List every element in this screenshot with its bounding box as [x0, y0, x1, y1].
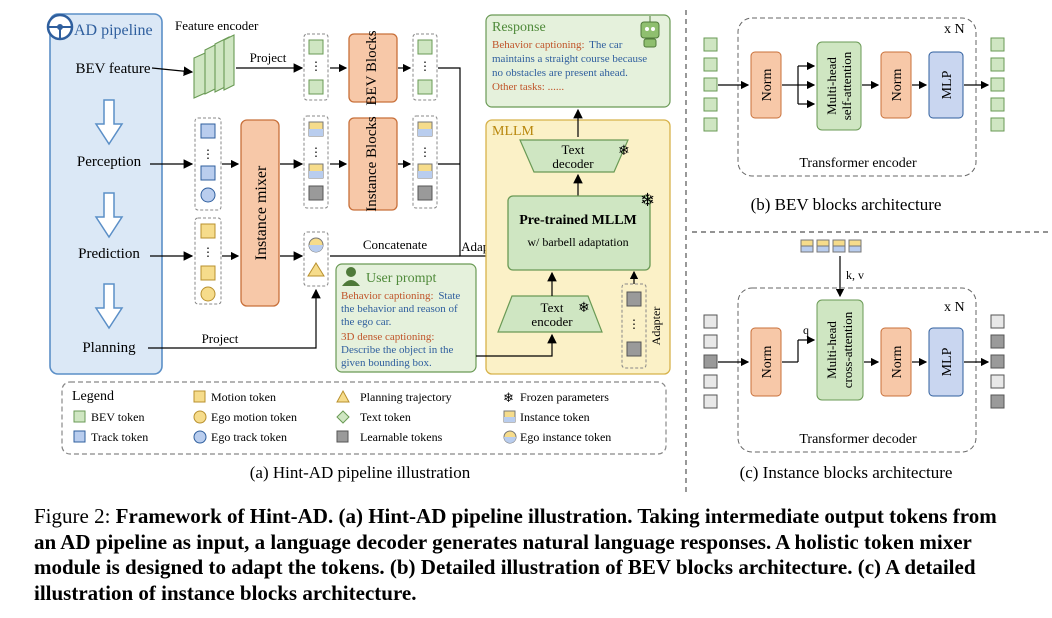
svg-text:Text token: Text token: [360, 410, 411, 424]
svg-text:Text: Text: [562, 142, 585, 157]
svg-text:self-attention: self-attention: [839, 51, 854, 120]
caption-prefix: Figure 2:: [34, 504, 116, 528]
motion-token-column: ⋮: [194, 217, 222, 305]
subcaption-a: (a) Hint-AD pipeline illustration: [250, 463, 471, 482]
svg-text:Text: Text: [541, 300, 564, 315]
svg-text:Adapter: Adapter: [649, 307, 663, 346]
inst-arch: k, v x N Norm q Multi-head cross-attenti…: [703, 239, 1005, 453]
svg-text:⋮: ⋮: [310, 59, 322, 73]
track-token-column: ⋮: [194, 117, 222, 211]
svg-text:Norm: Norm: [760, 346, 775, 379]
stage-perception: Perception: [77, 154, 142, 170]
ego-instance-column: [303, 231, 329, 287]
figure-caption: Figure 2: Framework of Hint-AD. (a) Hint…: [34, 504, 1024, 606]
stage-prediction: Prediction: [78, 246, 140, 262]
text-decoder: Text decoder ❄: [519, 139, 630, 173]
snowflake-icon: ❄: [503, 390, 514, 405]
svg-text:Multi-head: Multi-head: [824, 57, 839, 115]
svg-text:Behavior captioning: Sta: Behavior captioning: State the behavior …: [341, 290, 463, 369]
instance-blocks: Instance Blocks: [348, 116, 398, 212]
svg-text:MLP: MLP: [940, 347, 955, 376]
bev-blocks: BEV Blocks: [348, 30, 398, 106]
stage-bev-feature: BEV feature: [75, 61, 150, 77]
svg-text:Ego instance token: Ego instance token: [520, 430, 611, 444]
svg-text:Instance mixer: Instance mixer: [253, 165, 270, 260]
caption-body: Framework of Hint-AD. (a) Hint-AD pipeli…: [34, 504, 997, 605]
pipeline-title: AD pipeline: [74, 22, 153, 39]
snowflake-icon: ❄: [578, 301, 590, 316]
bev-token-column-out: ⋮: [412, 33, 438, 101]
response-title: Response: [492, 20, 546, 35]
svg-text:Multi-head: Multi-head: [824, 321, 839, 379]
svg-text:BEV Blocks: BEV Blocks: [364, 30, 380, 105]
instance-mixer: Instance mixer: [240, 119, 280, 307]
subcaption-c: (c) Instance blocks architecture: [740, 463, 953, 482]
svg-text:Instance token: Instance token: [520, 410, 590, 424]
svg-text:Instance Blocks: Instance Blocks: [364, 116, 380, 212]
svg-text:⋮: ⋮: [419, 59, 431, 73]
svg-text:Ego motion token: Ego motion token: [211, 410, 297, 424]
ad-pipeline-panel: AD pipeline BEV feature Perception Predi…: [46, 13, 163, 375]
svg-text:Behavior captioning: The: Behavior captioning: The car maintains a…: [492, 39, 650, 93]
learnable-token-column: ⋮ Adapter: [621, 283, 663, 369]
svg-text:decoder: decoder: [552, 156, 594, 171]
svg-text:BEV token: BEV token: [91, 410, 144, 424]
down-arrow-icon: [94, 192, 124, 239]
svg-text:Pre-trained MLLM: Pre-trained MLLM: [519, 213, 637, 228]
svg-text:Norm: Norm: [890, 346, 905, 379]
svg-text:k, v: k, v: [846, 268, 864, 282]
svg-text:Norm: Norm: [760, 69, 775, 102]
robot-icon: [640, 16, 660, 48]
svg-text:MLLM: MLLM: [492, 124, 535, 139]
svg-text:MLP: MLP: [940, 70, 955, 99]
svg-text:⋮: ⋮: [628, 317, 640, 331]
subcaption-b: (b) BEV blocks architecture: [751, 195, 942, 214]
svg-text:⋮: ⋮: [310, 145, 322, 159]
framework-diagram: AD pipeline BEV feature Perception Predi…: [46, 10, 1048, 492]
svg-text:Frozen parameters: Frozen parameters: [520, 390, 609, 404]
legend: Legend BEV token Track token Motion toke…: [61, 381, 667, 455]
user-prompt-box: User prompt Behavior captioning: State t…: [335, 263, 477, 373]
svg-text:x N: x N: [944, 300, 965, 315]
svg-text:Learnable tokens: Learnable tokens: [360, 430, 443, 444]
pretrained-mllm: Pre-trained MLLM w/ barbell adaptation ❄: [507, 190, 655, 271]
svg-text:encoder: encoder: [531, 314, 573, 329]
instance-token-column-out: ⋮: [412, 115, 438, 209]
instance-token-column-in: ⋮: [303, 115, 329, 209]
feature-encoder-block: [193, 34, 235, 99]
svg-text:Planning trajectory: Planning trajectory: [360, 390, 452, 404]
svg-text:x N: x N: [944, 22, 965, 37]
svg-text:⋮: ⋮: [202, 245, 214, 259]
svg-text:cross-attention: cross-attention: [840, 311, 855, 388]
response-box: Response Behavior captioning: The car ma…: [485, 14, 671, 108]
bev-arch: x N Norm Multi-head self-attention Norm …: [703, 17, 1005, 177]
bev-token-column-in: ⋮: [303, 33, 329, 101]
svg-text:q: q: [803, 323, 809, 337]
text-encoder: Text encoder ❄: [497, 295, 603, 333]
down-arrow-icon: [94, 99, 124, 146]
project-top-label: Project: [250, 50, 287, 65]
svg-text:Transformer decoder: Transformer decoder: [799, 432, 917, 447]
svg-text:Track token: Track token: [91, 430, 148, 444]
svg-text:User prompt: User prompt: [366, 271, 436, 286]
svg-text:Transformer encoder: Transformer encoder: [799, 156, 917, 171]
snowflake-icon: ❄: [640, 190, 655, 210]
down-arrow-icon: [94, 283, 124, 330]
user-icon: [342, 267, 360, 286]
concatenate-label: Concatenate: [363, 237, 427, 252]
steering-wheel-icon: [46, 13, 74, 41]
svg-text:w/ barbell adaptation: w/ barbell adaptation: [527, 235, 628, 249]
svg-text:Legend: Legend: [72, 389, 114, 404]
svg-text:⋮: ⋮: [202, 147, 214, 161]
svg-text:Motion token: Motion token: [211, 390, 276, 404]
stage-planning: Planning: [82, 340, 136, 356]
svg-text:⋮: ⋮: [419, 145, 431, 159]
project-bottom-label: Project: [202, 331, 239, 346]
svg-text:Norm: Norm: [890, 69, 905, 102]
feature-encoder-label: Feature encoder: [175, 18, 259, 33]
svg-text:Ego track token: Ego track token: [211, 430, 287, 444]
snowflake-icon: ❄: [618, 144, 630, 159]
